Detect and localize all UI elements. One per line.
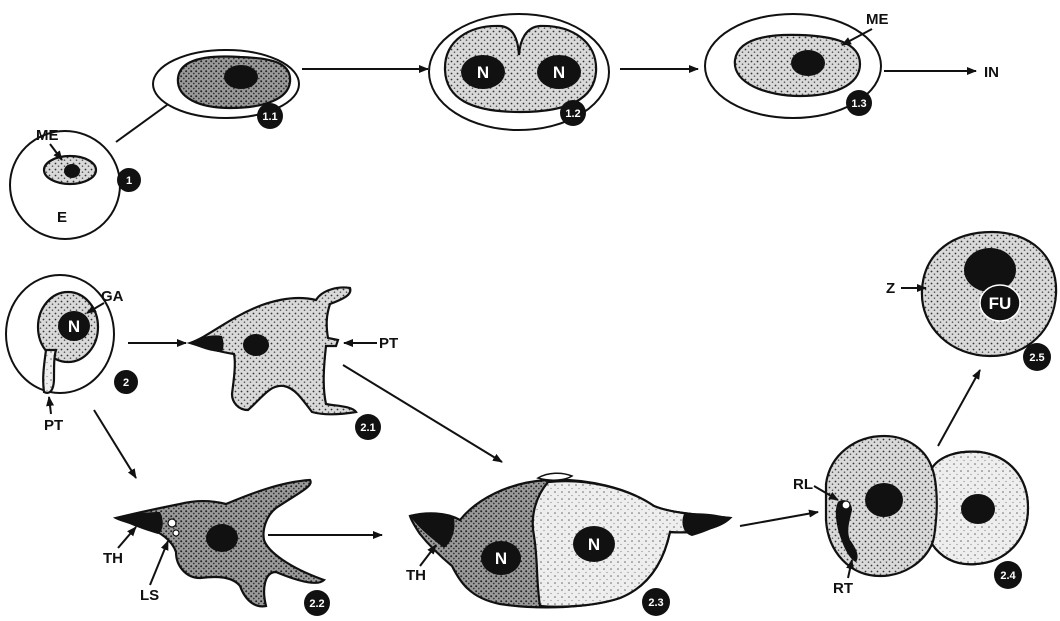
badge-stage-2: 2: [114, 370, 138, 394]
badge-stage-1-1: 1.1: [257, 103, 283, 129]
stage-2-4-cell: RL RT 2.4: [793, 436, 1028, 597]
badge-stage-1-2-text: 1.2: [565, 108, 580, 120]
badge-stage-2-3: 2.3: [642, 588, 670, 616]
label-n-2-3-right: N: [588, 535, 600, 554]
stage-2-3-right-cell: [533, 481, 730, 607]
stage-1-1-nucleus: [224, 65, 258, 89]
stage-2-1-nucleus: [243, 334, 269, 356]
badge-stage-2-2: 2.2: [304, 590, 330, 616]
pointer-pt-2: [49, 397, 51, 414]
stage-1-3-cell: ME 1.3: [705, 11, 889, 118]
label-ls: LS: [140, 587, 159, 604]
label-ga: GA: [101, 288, 124, 305]
stage-2-4-residual-lipid: [842, 501, 850, 509]
badge-stage-2-1-text: 2.1: [360, 422, 375, 434]
label-fu: FU: [989, 294, 1012, 313]
label-rl: RL: [793, 476, 813, 493]
stage-2-3-thickening-right: [682, 513, 730, 536]
stage-2-1-cell: PT 2.1: [190, 288, 398, 441]
badge-stage-1-3-text: 1.3: [851, 98, 866, 110]
stage-2-4-nucleus-left: [865, 483, 903, 517]
label-me-1-3: ME: [866, 11, 889, 28]
badge-stage-2-5-text: 2.5: [1029, 352, 1044, 364]
badge-stage-1-2: 1.2: [560, 100, 586, 126]
arrow-2-4-to-2-5: [938, 370, 980, 446]
stage-2-2-cell: TH LS 2.2: [103, 480, 330, 616]
badge-stage-2-text: 2: [123, 377, 129, 389]
stage-2-5-nucleus-upper: [964, 248, 1016, 292]
label-pt-2-1: PT: [379, 335, 398, 352]
stage-1-cell: ME E 1: [10, 127, 141, 239]
label-me-1: ME: [36, 127, 59, 144]
badge-stage-2-2-text: 2.2: [309, 598, 324, 610]
stage-2-2-lipid-2: [173, 530, 179, 536]
label-n-1-2-right: N: [553, 63, 565, 82]
arrow-2-1-to-2-3: [343, 365, 502, 462]
label-z: Z: [886, 280, 895, 297]
stage-2-4-nucleus-right: [961, 494, 995, 524]
arrow-2-to-2-2: [94, 410, 136, 478]
label-in: IN: [984, 64, 999, 81]
badge-stage-2-3-text: 2.3: [648, 597, 663, 609]
pointer-ls: [150, 541, 168, 585]
stage-2-2-lipid-1: [168, 519, 176, 527]
label-n-2-3-left: N: [495, 549, 507, 568]
arrow-2-3-to-2-4: [740, 512, 818, 526]
stage-1-1-cell: 1.1: [153, 50, 299, 129]
stage-2-5-cell: FU Z 2.5: [886, 232, 1056, 371]
badge-stage-1-3: 1.3: [846, 90, 872, 116]
badge-stage-1-text: 1: [126, 175, 132, 187]
label-e: E: [57, 209, 67, 226]
stage-2-cell: N GA PT 2: [6, 275, 138, 434]
label-n-2: N: [68, 317, 80, 336]
stage-2-1-dark-tip: [190, 335, 224, 352]
label-n-1-2-left: N: [477, 63, 489, 82]
label-th-2-3: TH: [406, 567, 426, 584]
stage-2-3-membrane-fold: [538, 473, 572, 480]
badge-stage-2-4-text: 2.4: [1000, 570, 1016, 582]
stage-2-polar-tube: [43, 350, 56, 393]
label-rt: RT: [833, 580, 853, 597]
badge-stage-2-4: 2.4: [994, 561, 1022, 589]
badge-stage-2-1: 2.1: [355, 414, 381, 440]
stage-1-3-nucleus: [791, 50, 825, 76]
merozoite-nucleus: [64, 164, 80, 178]
pointer-th-2-2: [118, 527, 136, 548]
stage-2-2-nucleus: [206, 524, 238, 552]
stage-2-3-cell: N N TH 2.3: [406, 473, 730, 616]
badge-stage-1-1-text: 1.1: [262, 111, 277, 123]
badge-stage-2-5: 2.5: [1023, 343, 1051, 371]
pointer-th-2-3: [420, 545, 436, 566]
badge-stage-1: 1: [117, 168, 141, 192]
label-th-2-2: TH: [103, 550, 123, 567]
stage-1-2-cell: N N 1.2: [429, 14, 609, 130]
label-pt-2: PT: [44, 417, 63, 434]
